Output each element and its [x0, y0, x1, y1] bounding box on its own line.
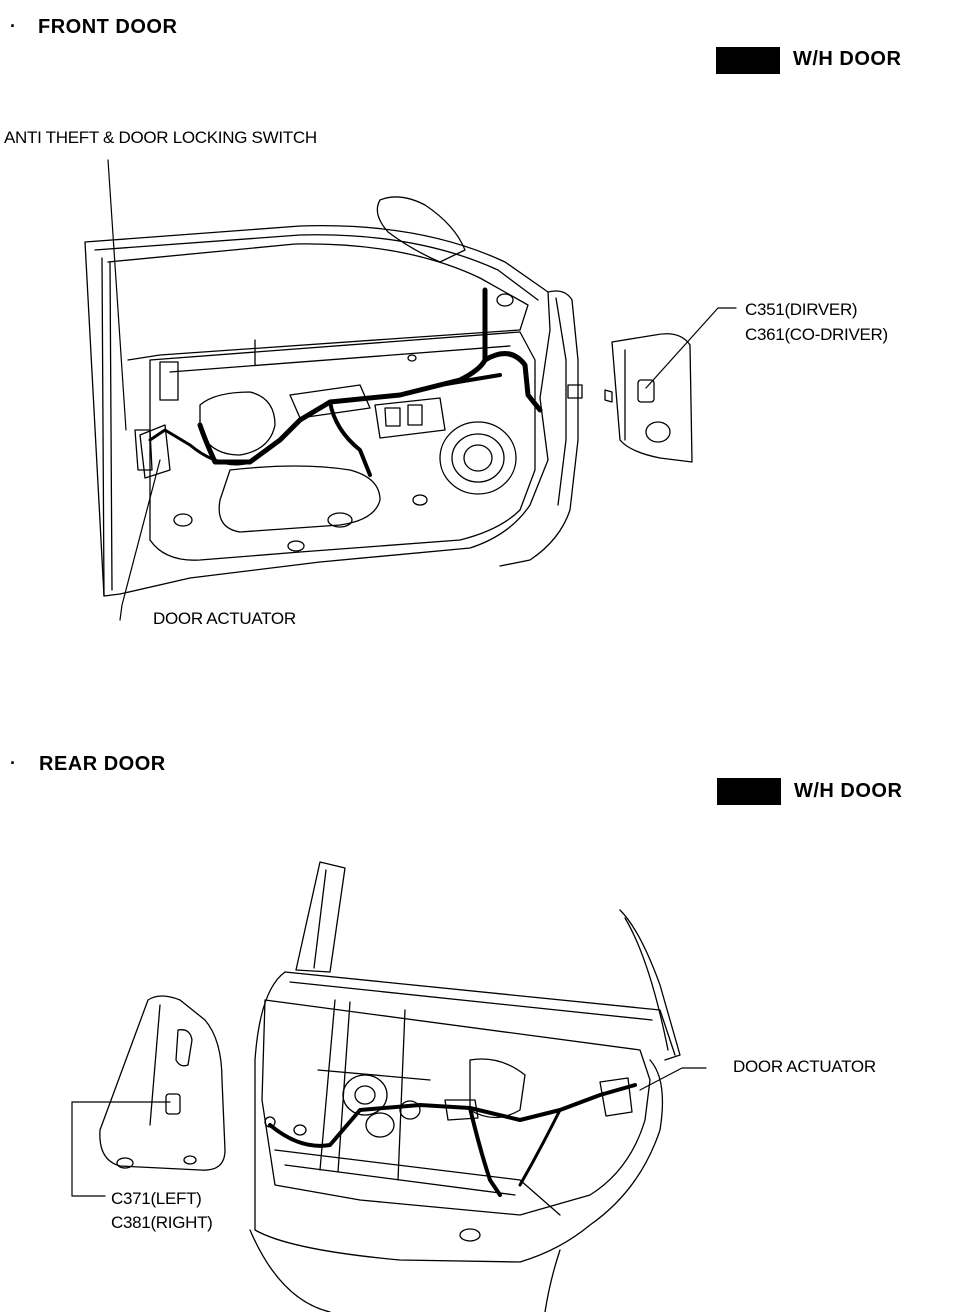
front-connector-codriver-label: C361(CO-DRIVER)	[745, 325, 888, 344]
rear-door-title: REAR DOOR	[39, 753, 166, 775]
front-leader-lines	[107, 159, 737, 621]
front-door-title: FRONT DOOR	[38, 16, 178, 38]
rear-wiring-harness-legend-swatch	[717, 778, 781, 805]
front-connector-driver-label: C351(DIRVER)	[745, 300, 858, 319]
front-door-actuator-label: DOOR ACTUATOR	[153, 609, 296, 628]
front-section-bullet: ·	[10, 16, 16, 36]
rear-leader-lines	[71, 1067, 707, 1197]
rear-wiring-harness-legend-label: W/H DOOR	[794, 780, 903, 802]
rear-connector-left-label: C371(LEFT)	[111, 1189, 202, 1208]
front-anti-theft-switch-label: ANTI THEFT & DOOR LOCKING SWITCH	[4, 128, 317, 147]
front-door-illustration	[84, 196, 693, 597]
rear-door-actuator-label: DOOR ACTUATOR	[733, 1057, 876, 1076]
front-wiring-harness-legend-swatch	[716, 47, 780, 74]
rear-door-illustration	[99, 861, 681, 1312]
front-wiring-harness-legend-label: W/H DOOR	[793, 48, 902, 70]
rear-connector-right-label: C381(RIGHT)	[111, 1213, 213, 1232]
rear-section-bullet: ·	[10, 753, 16, 773]
